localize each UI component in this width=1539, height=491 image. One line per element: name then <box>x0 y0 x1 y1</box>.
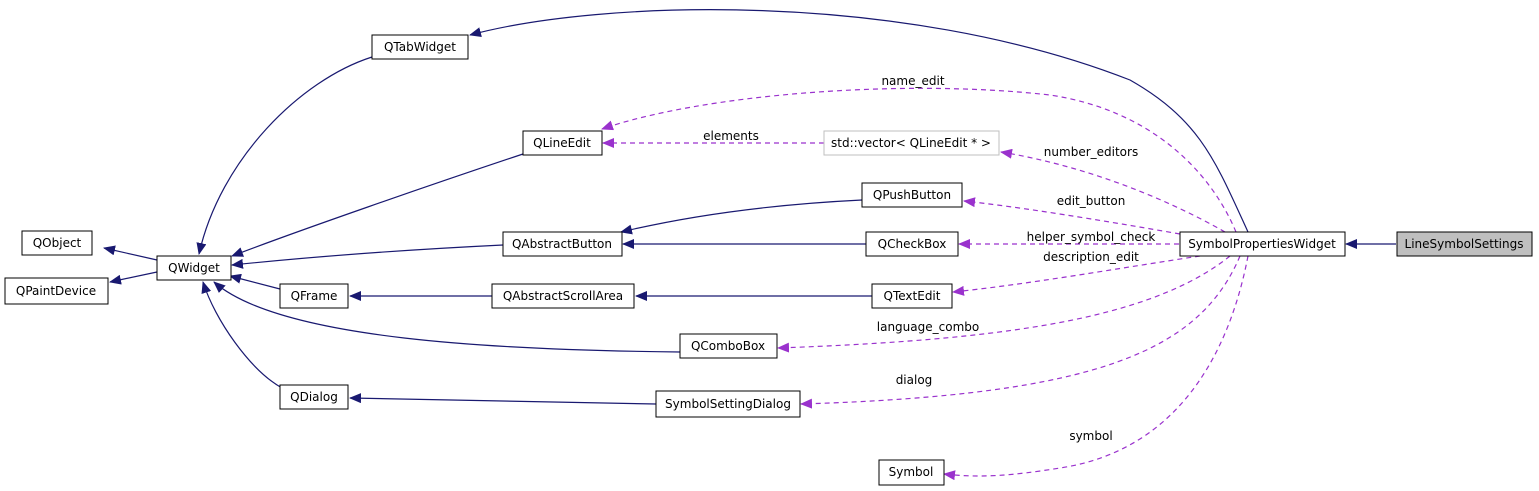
node-label: QDialog <box>290 390 338 404</box>
node-label: QTextEdit <box>884 289 941 303</box>
node-qpaintdevice[interactable]: QPaintDevice <box>4 277 109 305</box>
label-dialog: dialog <box>896 373 933 387</box>
node-label: SymbolSettingDialog <box>665 397 791 411</box>
node-label: QObject <box>33 236 82 250</box>
edge-qframe-qwidget <box>229 273 281 290</box>
edge-labels: name_edit elements number_editors edit_b… <box>703 74 1155 443</box>
node-linesymbolsettings[interactable]: LineSymbolSettings <box>1396 231 1533 257</box>
node-qcheckbox[interactable]: QCheckBox <box>865 231 959 257</box>
node-label: Symbol <box>889 465 934 479</box>
node-label: QPaintDevice <box>16 284 96 298</box>
node-label: QAbstractScrollArea <box>503 289 623 303</box>
edge-symbolpropertieswidget-qtabwidget <box>469 9 1249 233</box>
edge-qpushbutton-qabstractbutton <box>620 199 863 235</box>
edge-qwidget-qpaintdevice <box>109 271 158 285</box>
edge-edit-button <box>963 197 1181 235</box>
node-symbolsettingdialog[interactable]: SymbolSettingDialog <box>655 390 801 418</box>
edge-name-edit <box>601 87 1237 233</box>
node-qtextedit[interactable]: QTextEdit <box>871 283 953 309</box>
edge-qtabwidget-qwidget <box>196 56 373 255</box>
node-qlineedit[interactable]: QLineEdit <box>522 130 603 156</box>
edge-dialog <box>800 255 1241 409</box>
node-qdialog[interactable]: QDialog <box>279 384 349 410</box>
node-label: QCheckBox <box>878 237 947 251</box>
node-label: QPushButton <box>873 188 951 202</box>
label-helper-symbol-check: helper_symbol_check <box>1027 230 1156 244</box>
node-label: LineSymbolSettings <box>1405 237 1524 251</box>
node-label: SymbolPropertiesWidget <box>1188 237 1336 251</box>
edge-qcombobox-qwidget <box>213 281 681 353</box>
node-label: QLineEdit <box>533 136 591 150</box>
edge-description-edit <box>952 255 1201 296</box>
label-number-editors: number_editors <box>1044 145 1138 159</box>
node-qpushbutton[interactable]: QPushButton <box>861 182 963 208</box>
inheritance-edges <box>103 9 1396 405</box>
label-symbol: symbol <box>1069 429 1112 443</box>
edge-qabstractbutton-qwidget <box>231 244 504 269</box>
edge-qwidget-qobject <box>103 245 158 261</box>
node-label: QWidget <box>168 261 220 275</box>
node-label: QFrame <box>291 289 338 303</box>
node-qobject[interactable]: QObject <box>21 230 93 256</box>
edge-number-editors <box>1000 148 1226 233</box>
node-vector[interactable]: std::vector< QLineEdit * > <box>823 130 1000 156</box>
edge-language-combo <box>777 255 1231 353</box>
node-symbol[interactable]: Symbol <box>878 459 945 486</box>
node-label: QAbstractButton <box>512 237 612 251</box>
node-label: QTabWidget <box>384 40 456 54</box>
node-qabstractbutton[interactable]: QAbstractButton <box>502 231 623 257</box>
label-name-edit: name_edit <box>881 74 944 88</box>
node-label: QComboBox <box>691 339 765 353</box>
label-description-edit: description_edit <box>1043 250 1139 264</box>
node-qwidget[interactable]: QWidget <box>156 255 232 281</box>
node-label: std::vector< QLineEdit * > <box>831 136 991 150</box>
edge-qlineedit-qwidget <box>231 153 524 257</box>
node-qcombobox[interactable]: QComboBox <box>679 333 778 359</box>
node-symbolpropertieswidget[interactable]: SymbolPropertiesWidget <box>1179 231 1346 257</box>
node-qframe[interactable]: QFrame <box>279 283 349 309</box>
node-qabstractscrollarea[interactable]: QAbstractScrollArea <box>491 283 635 309</box>
label-elements: elements <box>703 129 759 143</box>
edge-symbolsettingdialog-qdialog <box>349 393 657 405</box>
usage-edges <box>601 87 1249 481</box>
label-language-combo: language_combo <box>877 320 979 334</box>
node-qtabwidget[interactable]: QTabWidget <box>371 34 469 60</box>
edge-symbol <box>943 255 1249 481</box>
edge-qdialog-qwidget <box>201 281 283 389</box>
label-edit-button: edit_button <box>1057 194 1126 208</box>
